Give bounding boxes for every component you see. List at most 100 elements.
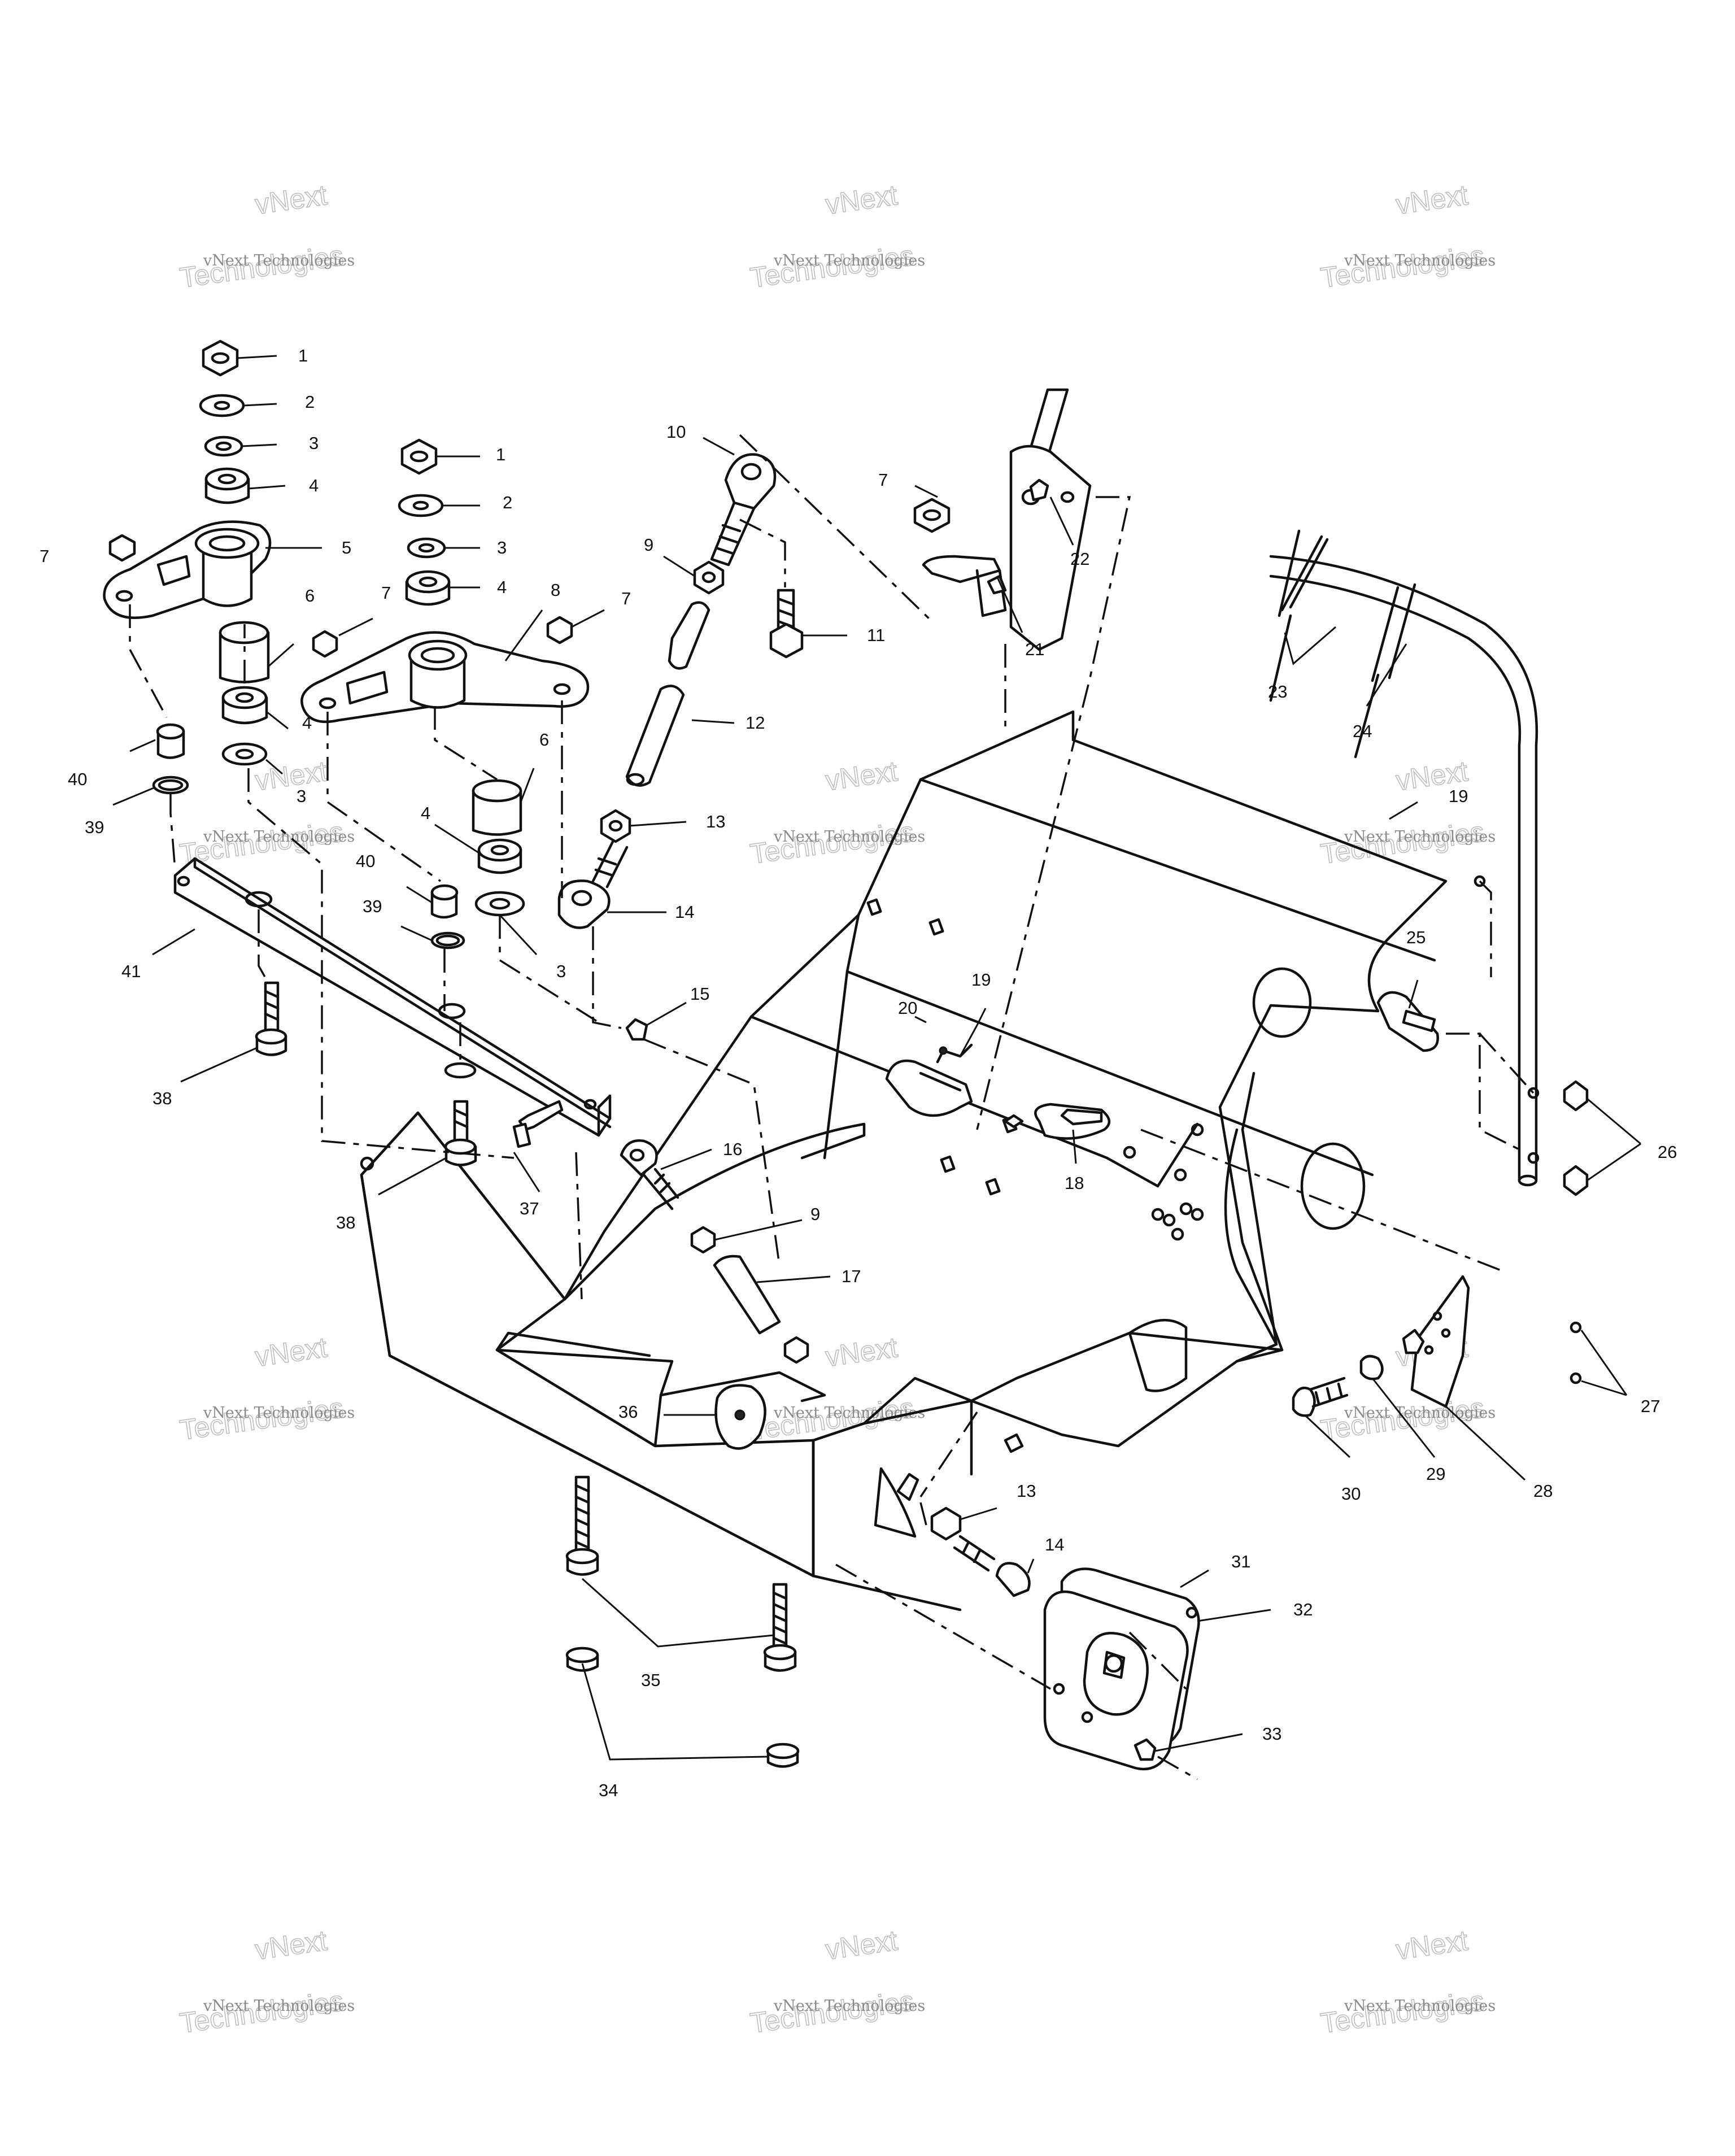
callout-25: 25 (1406, 927, 1426, 947)
assembly-lines (129, 434, 1535, 1780)
nut-7c (546, 616, 573, 644)
callout-23: 23 (1268, 682, 1287, 702)
watermark: vNext Technologies (177, 1331, 346, 1447)
upper-center-hardware-stack (300, 438, 590, 949)
watermark-line2: vNext (253, 1924, 329, 1966)
callout-4: 4 (421, 803, 430, 823)
nut-15 (625, 1018, 648, 1041)
callout-7: 7 (381, 583, 391, 603)
callout-7: 7 (621, 589, 631, 608)
callout-6: 6 (305, 586, 315, 606)
callout-8: 8 (551, 580, 560, 600)
watermark-line2: vNext (253, 1331, 329, 1373)
jam-nut-9 (693, 560, 725, 595)
nut-7b (312, 630, 338, 658)
watermark-line2: vNext (253, 179, 329, 220)
callout-6: 6 (539, 730, 549, 750)
watermark: vNext Technologies (177, 1924, 346, 2040)
callout-32: 32 (1293, 1600, 1313, 1619)
jam-nut-13b (930, 1506, 962, 1541)
washer-3c (407, 537, 446, 559)
watermark-line2: vNext (823, 1924, 899, 1966)
callout-38: 38 (152, 1088, 172, 1108)
watermark-line1: vNext Technologies (1344, 1404, 1496, 1422)
center-link-41 (173, 857, 612, 1137)
callout-16: 16 (723, 1139, 742, 1159)
chassis-bulkhead (360, 710, 1448, 1611)
rod-end-16 (620, 1139, 658, 1177)
callout-35: 35 (641, 1670, 660, 1690)
callout-37: 37 (520, 1199, 539, 1218)
callout-28: 28 (1533, 1481, 1553, 1501)
washer-3b (221, 742, 268, 766)
lower-hardware (565, 1384, 1200, 1771)
bolt-37 (518, 1100, 564, 1131)
callout-13: 13 (706, 812, 725, 831)
watermark-line1: vNext Technologies (773, 828, 925, 846)
bracket-20 (885, 1059, 973, 1117)
bolts (255, 981, 564, 1166)
callout-4: 4 (309, 476, 319, 495)
jam-nut-9b (690, 1226, 716, 1254)
watermark-line1: vNext Technologies (203, 1404, 355, 1422)
callout-40: 40 (356, 851, 375, 871)
watermark-line1: vNext Technologies (773, 1404, 925, 1422)
bushing-6 (219, 631, 270, 683)
washer-3 (204, 435, 243, 457)
watermark: vNext Technologies (1318, 1924, 1486, 2040)
watermark-line2: vNext (823, 1331, 899, 1373)
callout-39: 39 (363, 896, 382, 916)
callout-3: 3 (297, 786, 306, 806)
callout-20: 20 (898, 998, 917, 1018)
callout-15: 15 (690, 984, 709, 1004)
steering-column-assembly (769, 388, 1092, 659)
callout-7: 7 (40, 546, 49, 566)
callout-3: 3 (309, 433, 319, 453)
bulkhead-left-panel (360, 1111, 815, 1578)
column-bracket-22 (1009, 445, 1092, 651)
rod-end-10 (724, 453, 777, 510)
callout-19: 19 (971, 970, 991, 990)
nut-29 (1359, 1354, 1384, 1380)
callout-29: 29 (1426, 1464, 1445, 1484)
callout-11: 11 (867, 625, 885, 645)
callout-41: 41 (121, 961, 141, 981)
callout-1: 1 (496, 445, 505, 464)
nut-1b (400, 438, 438, 475)
rod-end-14b (995, 1562, 1031, 1597)
callout-34: 34 (599, 1780, 618, 1800)
nut-7 (108, 534, 136, 562)
nut-26b (1563, 1165, 1589, 1196)
watermark-line1: vNext Technologies (1344, 828, 1496, 846)
callout-30: 30 (1341, 1484, 1361, 1504)
callout-9: 9 (810, 1204, 820, 1224)
callout-7: 7 (878, 470, 888, 490)
tie-rod-tube-12a (668, 601, 710, 670)
callout-9: 9 (644, 535, 653, 555)
washer-38b (444, 1062, 477, 1079)
watermark: vNext Technologies (748, 1924, 916, 2040)
jam-nut-13a (600, 809, 631, 843)
watermark-line2: vNext (823, 755, 899, 796)
callout-22: 22 (1070, 549, 1089, 569)
watermark: vNext Technologies (748, 755, 916, 870)
rivet-33 (1134, 1738, 1157, 1761)
bolt-30 (1292, 1386, 1316, 1417)
nut-7d (913, 498, 951, 533)
callout-27: 27 (1641, 1396, 1660, 1416)
callout-38: 38 (336, 1213, 355, 1232)
washer-2 (199, 394, 245, 417)
side-plate-28 (1410, 1275, 1470, 1408)
callout-19: 19 (1449, 786, 1468, 806)
callout-numbers: 1 2 3 4 5 7 6 4 3 40 39 1 2 3 4 7 8 7 6 … (40, 346, 1677, 1800)
watermark-line2: vNext (823, 179, 899, 220)
watermark: vNext Technologies (748, 178, 916, 294)
bushing-6b (472, 789, 522, 836)
callout-12: 12 (746, 713, 765, 733)
bumper-tube-24 (1269, 574, 1522, 1182)
callout-3: 3 (556, 961, 566, 981)
callout-2: 2 (503, 493, 512, 512)
callout-21: 21 (1025, 639, 1044, 659)
watermark-line1: vNext Technologies (773, 252, 925, 269)
